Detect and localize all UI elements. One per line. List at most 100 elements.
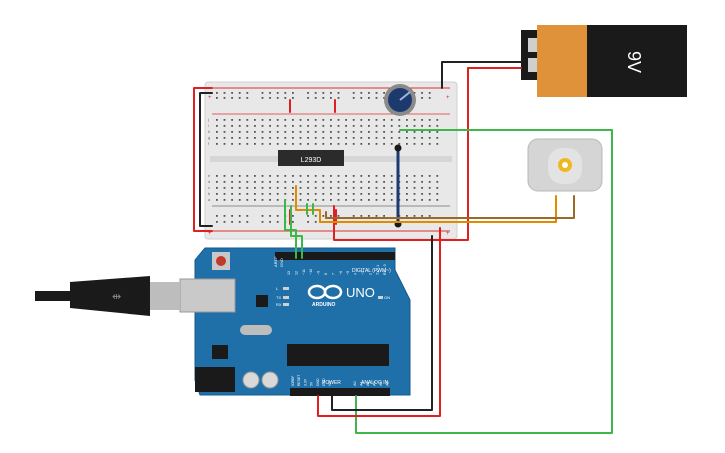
breadboard-hole [284,181,287,183]
breadboard-hole [223,92,226,94]
breadboard-hole [254,143,256,145]
breadboard-hole [360,187,363,189]
breadboard-hole [238,193,241,195]
wires [193,61,613,434]
breadboard-hole [375,137,378,139]
usb-cable-wire [35,291,75,301]
breadboard-hole [254,193,256,195]
breadboard-hole [261,143,264,145]
breadboard-hole [261,215,264,217]
breadboard-hole [276,221,279,223]
breadboard-hole [246,119,249,121]
breadboard-hole [368,119,370,121]
breadboard-hole [231,119,233,121]
breadboard-hole [269,137,271,139]
breadboard-hole [330,131,332,133]
breadboard-hole [231,131,233,133]
breadboard-hole [390,193,393,195]
breadboard-hole [330,125,332,127]
breadboard-hole [314,131,317,133]
breadboard-hole [223,143,226,145]
breadboard-hole [216,119,218,121]
breadboard-hole [314,187,317,189]
breadboard-hole [292,199,294,201]
breadboard-hole [269,97,271,99]
breadboard-hole [223,137,226,139]
breadboard-hole [269,175,271,177]
breadboard-hole [352,199,355,201]
breadboard-hole [292,187,294,189]
breadboard-hole [231,125,233,127]
breadboard-hole [322,137,325,139]
breadboard-hole [406,199,408,201]
breadboard-hole [246,143,249,145]
breadboard-hole [292,143,294,145]
breadboard-hole [314,181,317,183]
breadboard-hole [261,199,264,201]
breadboard-hole [276,92,279,94]
breadboard-hole [223,193,226,195]
breadboard-hole [261,221,264,223]
breadboard-hole [390,119,393,121]
breadboard-hole [284,137,287,139]
breadboard-hole [345,131,347,133]
breadboard-hole [337,143,340,145]
breadboard-hole [307,131,309,133]
reset-button-cap[interactable] [216,256,226,266]
breadboard-hole [421,125,423,127]
row-letter: c [208,185,210,190]
breadboard-hole [330,193,332,195]
digital-pin-label: 13 [287,271,291,275]
rail-plus-label-right-bottom: + [446,231,450,237]
breadboard-hole [383,175,385,177]
on-led [378,296,383,299]
breadboard-hole [406,175,408,177]
digital-pin-label: ~3 [361,271,365,275]
breadboard-hole [428,181,431,183]
breadboard-hole [368,181,370,183]
dc-motor [527,138,603,192]
breadboard-hole [261,137,264,139]
breadboard-hole [390,181,393,183]
breadboard-hole [413,181,416,183]
breadboard-hole [390,187,393,189]
breadboard-hole [216,175,218,177]
breadboard-hole [284,119,287,121]
breadboard-hole [299,137,302,139]
breadboard-hole [238,181,241,183]
breadboard-hole [307,143,309,145]
breadboard-hole [238,215,241,217]
breadboard-hole [406,181,408,183]
breadboard-hole [307,92,309,94]
breadboard-hole [398,137,401,139]
breadboard-hole [390,143,393,145]
breadboard-hole [238,131,241,133]
digital-header [275,252,395,260]
breadboard-hole [322,131,325,133]
breadboard-hole [223,181,226,183]
breadboard-hole [421,137,423,139]
breadboard-hole [216,92,218,94]
breadboard-hole [368,137,370,139]
battery-body-orange [537,25,587,97]
wire-motor-brown [325,195,575,219]
breadboard-hole [261,193,264,195]
breadboard-hole [337,131,340,133]
rail-plus-label-bottom: + [208,231,212,237]
usb-chip [256,295,268,307]
breadboard-hole [406,193,408,195]
breadboard-hole [375,215,378,217]
breadboard-hole [276,193,279,195]
breadboard-hole [254,119,256,121]
power-pin-label: 5V [310,381,314,386]
breadboard-hole [337,199,340,201]
breadboard-hole [322,125,325,127]
breadboard-hole [345,175,347,177]
breadboard-hole [375,92,378,94]
breadboard-hole [307,175,309,177]
breadboard-hole [352,97,355,99]
breadboard-hole [375,143,378,145]
breadboard-hole [428,131,431,133]
